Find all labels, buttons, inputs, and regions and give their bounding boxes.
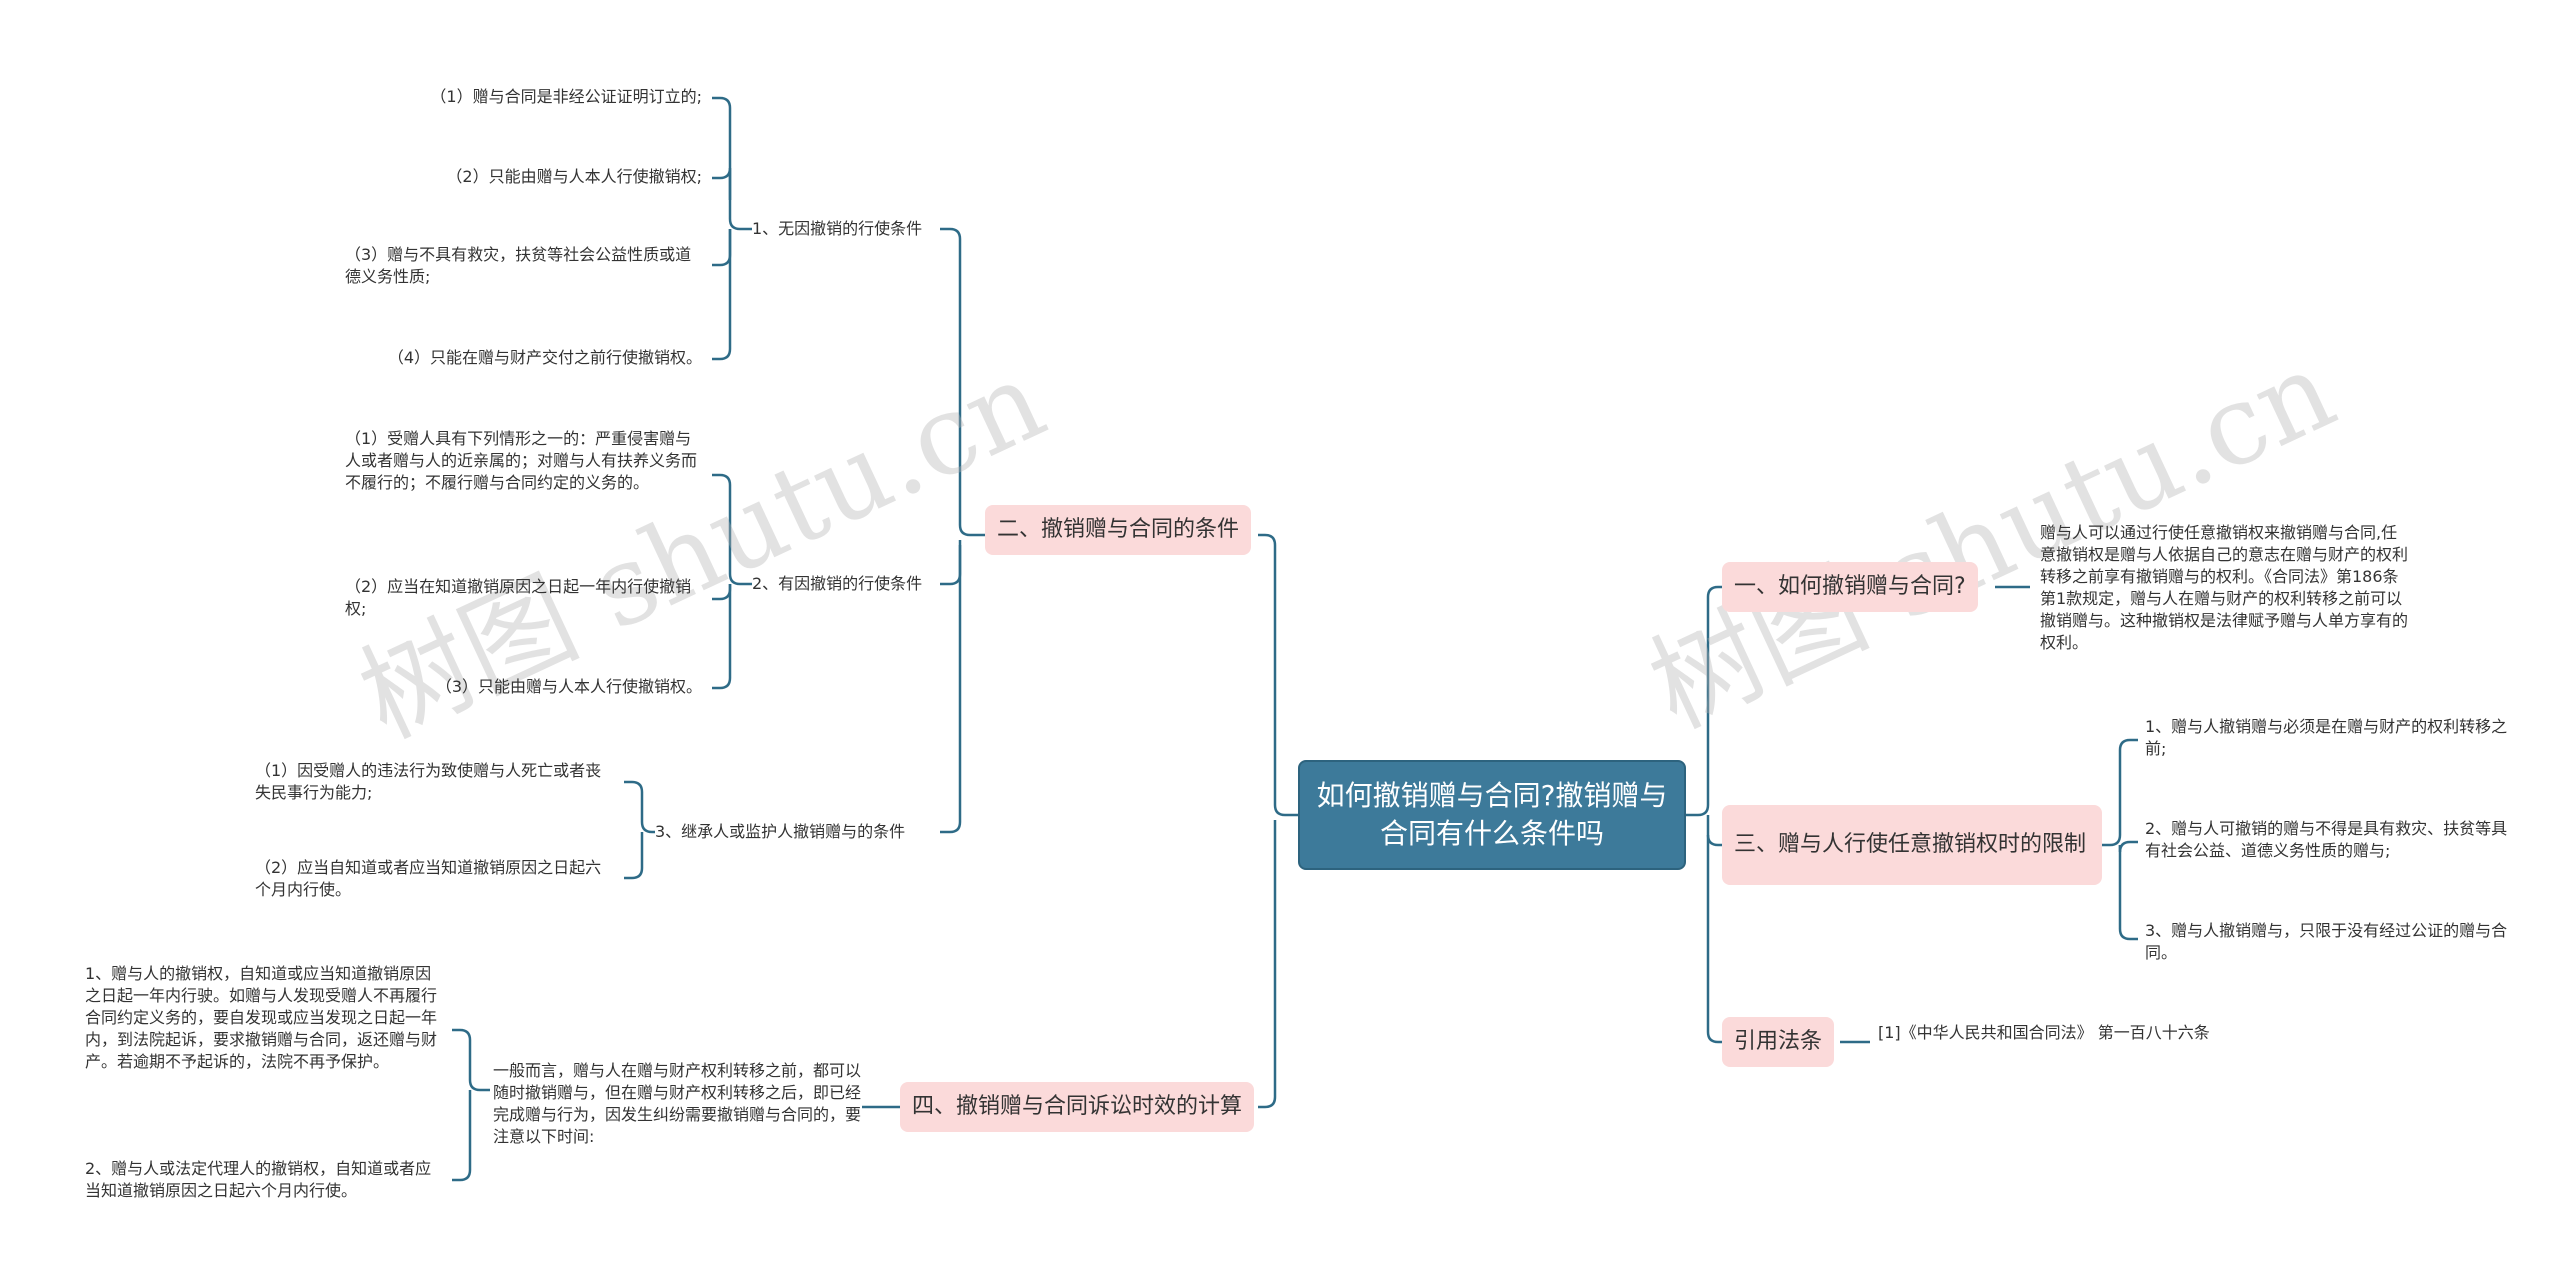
leaf-s2-2: （2）应当在知道撤销原因之日起一年内行使撤销权; [345, 577, 692, 618]
b4-leaf-2: 2、赠与人或法定代理人的撤销权，自知道或者应当知道撤销原因之日起六个月内行使。 [85, 1159, 432, 1200]
b3-leaf-2: 2、赠与人可撤销的赠与不得是具有救灾、扶贫等具有社会公益、道德义务性质的赠与; [2145, 819, 2508, 860]
leaf-s3-2: （2）应当自知道或者应当知道撤销原因之日起六个月内行使。 [255, 858, 602, 899]
branch-restrictions[interactable]: 三、赠与人行使任意撤销权时的限制 [1722, 805, 2102, 885]
sub-no-cause-revocation[interactable]: 1、无因撤销的行使条件 [752, 219, 923, 238]
leaf-s1-4: （4）只能在赠与财产交付之前行使撤销权。 [387, 348, 702, 367]
leaf-s1-3: （3）赠与不具有救灾，扶贫等社会公益性质或道德义务性质; [345, 245, 692, 286]
sub-heir-revocation[interactable]: 3、继承人或监护人撤销赠与的条件 [655, 822, 906, 841]
leaf-s2-3: （3）只能由赠与人本人行使撤销权。 [435, 677, 702, 696]
branch-cited-law[interactable]: 引用法条 [1722, 1017, 1835, 1067]
b4-leaf-1: 1、赠与人的撤销权，自知道或应当知道撤销原因之日起一年内行驶。如赠与人发现受赠人… [85, 964, 438, 1071]
sub-cause-revocation[interactable]: 2、有因撤销的行使条件 [752, 574, 923, 593]
branch-conditions[interactable]: 二、撤销赠与合同的条件 [985, 505, 1252, 555]
b1-leaf: 赠与人可以通过行使任意撤销权来撤销赠与合同,任意撤销权是赠与人依据自己的意志在赠… [2040, 523, 2409, 652]
leaf-s3-1: （1）因受赠人的违法行为致使赠与人死亡或者丧失民事行为能力; [255, 761, 602, 802]
b3-leaf-3: 3、赠与人撤销赠与，只限于没有经过公证的赠与合同。 [2145, 921, 2508, 962]
branch-how-to-revoke[interactable]: 一、如何撤销赠与合同? [1722, 562, 1978, 612]
leaf-s2-1: （1）受赠人具有下列情形之一的：严重侵害赠与人或者赠与人的近亲属的；对赠与人有扶… [345, 429, 698, 492]
b3-leaf-1: 1、赠与人撤销赠与必须是在赠与财产的权利转移之前; [2145, 717, 2508, 758]
leaf-s1-2: （2）只能由赠与人本人行使撤销权; [446, 167, 702, 186]
b4-intro[interactable]: 一般而言，赠与人在赠与财产权利转移之前，都可以随时撤销赠与，但在赠与财产权利转移… [493, 1061, 862, 1146]
branch-limitation-period[interactable]: 四、撤销赠与合同诉讼时效的计算 [900, 1082, 1255, 1132]
ref-leaf: [1]《中华人民共和国合同法》 第一百八十六条 [1878, 1023, 2210, 1042]
leaf-s1-1: （1）赠与合同是非经公证证明订立的; [430, 87, 702, 106]
root-node[interactable]: 如何撤销赠与合同?撤销赠与合同有什么条件吗 [1298, 760, 1686, 870]
